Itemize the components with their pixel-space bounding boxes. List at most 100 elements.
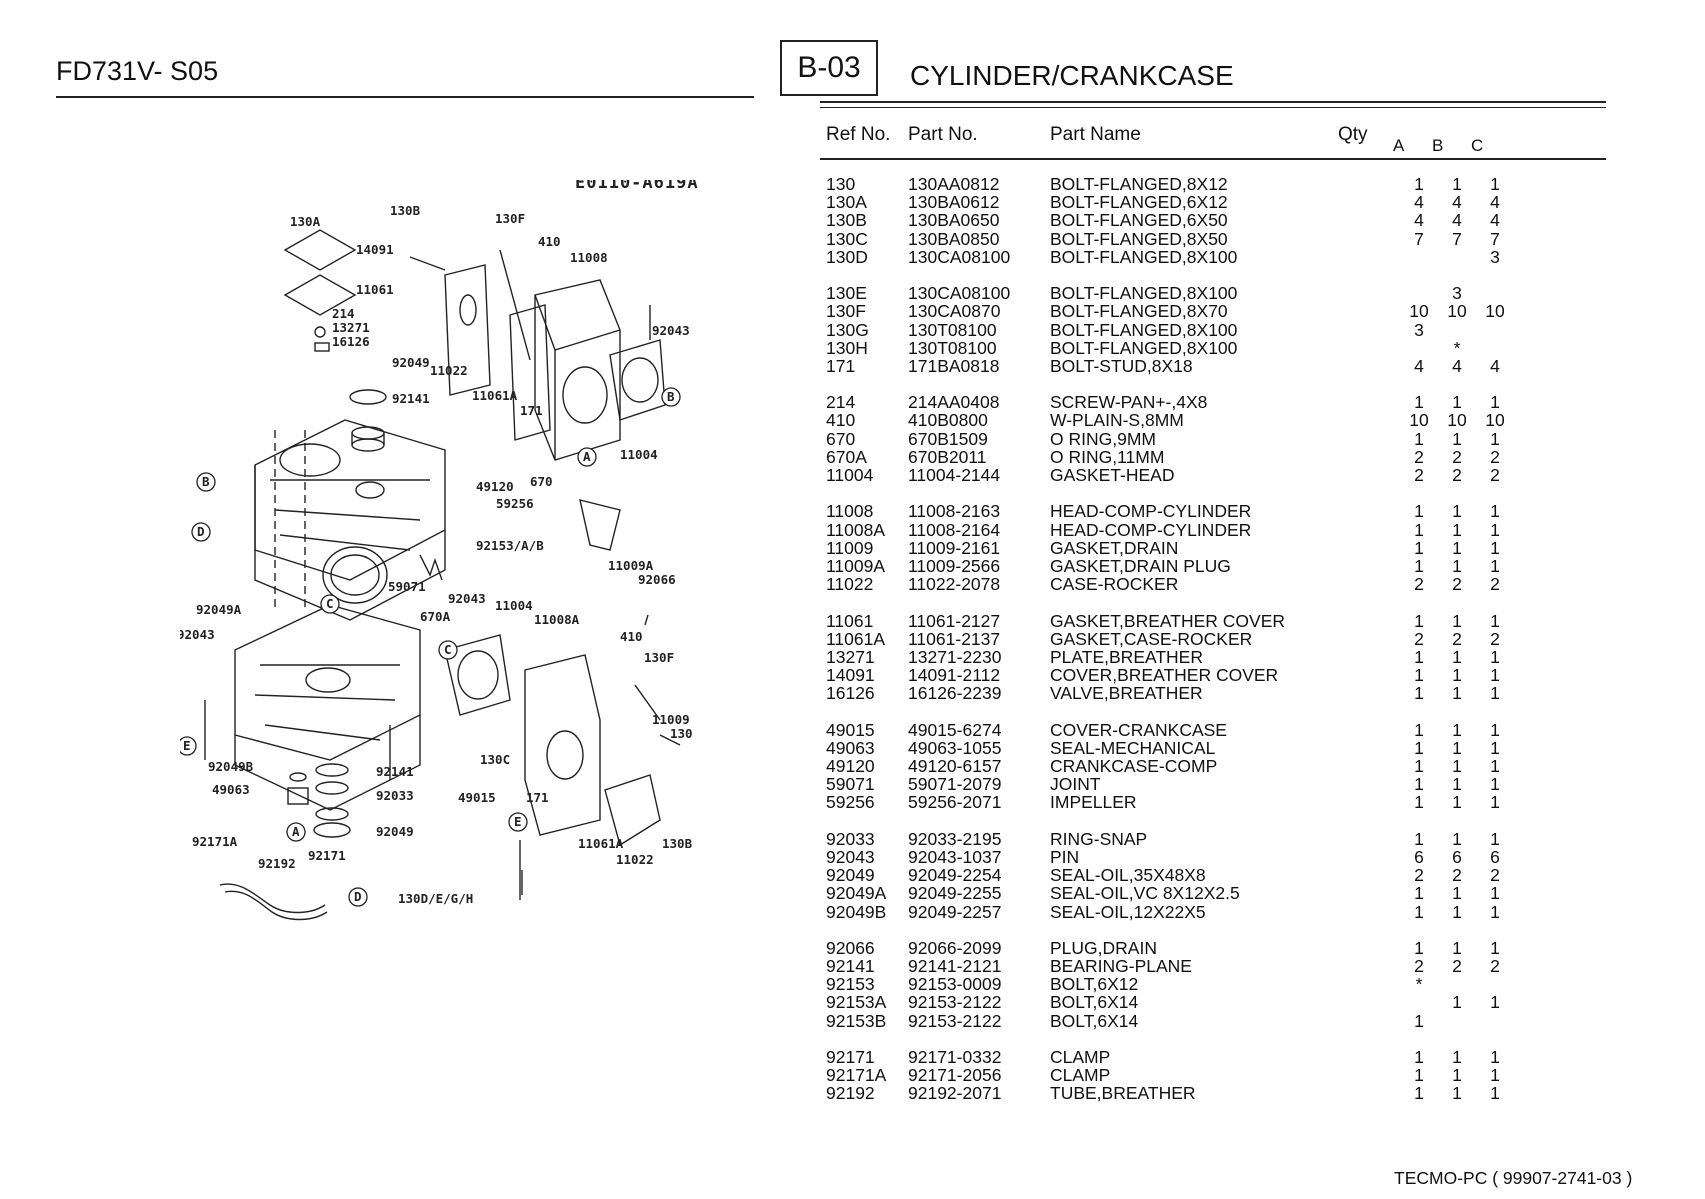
qty-b: 7	[1452, 228, 1462, 249]
qty-c: 4	[1490, 192, 1500, 213]
qty-a: 1	[1414, 519, 1424, 540]
qty-c: 1	[1490, 501, 1500, 522]
callout-130B-low: 130B	[662, 836, 693, 851]
qty-b: 1	[1452, 737, 1462, 758]
part-name: W-PLAIN-S,8MM	[1050, 410, 1184, 431]
qty-a: 1	[1414, 883, 1424, 904]
marker-d-low: D	[354, 889, 362, 904]
qty-c: 1	[1490, 392, 1500, 413]
col-qty-header: Qty	[1338, 124, 1368, 145]
callout-92043-left: 92043	[180, 627, 215, 642]
diagram-callouts: 130A 130B 130F 410 11008 14091 11061 214…	[180, 203, 693, 906]
part-name: SEAL-OIL,12X22X5	[1050, 901, 1206, 922]
qty-b: 1	[1452, 1065, 1462, 1086]
qty-b: 1	[1452, 665, 1462, 686]
part-name: BOLT,6X12	[1050, 974, 1139, 995]
ref-no: 11008A	[826, 519, 886, 540]
callout-130B: 130B	[390, 203, 421, 218]
qty-c: 1	[1490, 1083, 1500, 1104]
qty-b: 1	[1452, 756, 1462, 776]
qty-a: 1	[1414, 501, 1424, 522]
part-name: GASKET-HEAD	[1050, 465, 1175, 485]
qty-c: 1	[1490, 719, 1500, 740]
qty-c: 1	[1490, 756, 1500, 776]
part-name: BOLT-FLANGED,8X100	[1050, 283, 1238, 304]
part-no: 11008-2163	[908, 501, 1001, 522]
part-name: COVER,BREATHER COVER	[1050, 665, 1279, 686]
ref-no: 410	[826, 410, 856, 431]
callout-11022-top: 11022	[430, 363, 468, 378]
part-name: CRANKCASE-COMP	[1050, 756, 1218, 776]
qty-b: 2	[1452, 574, 1462, 595]
part-no: 92049-2255	[908, 883, 1002, 904]
part-no: 92033-2195	[908, 828, 1002, 849]
part-no: 130CA0870	[908, 301, 1001, 322]
callout-171-top: 171	[520, 403, 543, 418]
qty-a: 1	[1414, 1010, 1424, 1031]
part-name: BOLT-FLANGED,8X100	[1050, 319, 1238, 340]
qty-b: 2	[1452, 956, 1462, 977]
part-no: 11022-2078	[908, 574, 1001, 595]
part-name: SCREW-PAN+-,4X8	[1050, 392, 1208, 413]
diagram-code: E0110-A619A	[575, 180, 699, 193]
callout-59256: 59256	[496, 496, 534, 511]
ref-no: 171	[826, 355, 856, 376]
qty-c: 2	[1490, 956, 1500, 977]
qty-a: 2	[1414, 865, 1424, 886]
ref-no: 92049A	[826, 883, 887, 904]
ref-no: 92049B	[826, 901, 887, 922]
callout-92192: 92192	[258, 856, 296, 871]
part-no: 670B2011	[908, 446, 987, 467]
ref-no: 92171	[826, 1047, 875, 1067]
qty-b: 4	[1452, 355, 1462, 376]
qty-c: 10	[1485, 410, 1505, 431]
qty-c: 4	[1490, 355, 1500, 376]
callout-11061A-low: 11061A	[578, 836, 624, 851]
ref-no: 130E	[826, 283, 867, 304]
part-no: 11009-2566	[908, 555, 1001, 576]
qty-b: 1	[1452, 646, 1462, 667]
ref-no: 92141	[826, 956, 875, 977]
part-no: 11004-2144	[908, 465, 1001, 485]
callout-130C: 130C	[480, 752, 510, 767]
qty-c: 1	[1490, 992, 1500, 1013]
callout-130A: 130A	[290, 214, 321, 229]
qty-a: 1	[1414, 901, 1424, 922]
table-header-rule	[820, 158, 1606, 160]
part-name: BOLT,6X14	[1050, 992, 1139, 1013]
qty-b: 1	[1452, 683, 1462, 704]
part-no: 92153-2122	[908, 1010, 1002, 1031]
qty-b: 1	[1452, 501, 1462, 522]
part-no: 130CA08100	[908, 283, 1011, 304]
qty-b: 1	[1452, 792, 1462, 813]
qty-a: 1	[1414, 1083, 1424, 1104]
ref-no: 92049	[826, 865, 875, 886]
qty-a: 1	[1414, 537, 1424, 558]
qty-a: 1	[1414, 937, 1424, 958]
callout-11022-low: 11022	[616, 852, 654, 867]
col-part-header: Part No.	[908, 124, 978, 145]
callout-11008: 11008	[570, 250, 608, 265]
part-name: BOLT-FLANGED,8X70	[1050, 301, 1228, 322]
callout-670A: 670A	[420, 609, 451, 624]
part-no: 171BA0818	[908, 355, 1000, 376]
qty-b: 1	[1452, 719, 1462, 740]
qty-a: 4	[1414, 210, 1424, 231]
part-name: GASKET,BREATHER COVER	[1050, 610, 1286, 631]
ref-no: 130F	[826, 301, 866, 322]
part-no: 92171-2056	[908, 1065, 1002, 1086]
ref-no: 92192	[826, 1083, 875, 1104]
qty-b: 1	[1452, 937, 1462, 958]
part-name: CASE-ROCKER	[1050, 574, 1179, 595]
marker-a-top: A	[583, 449, 591, 464]
ref-no: 92171A	[826, 1065, 887, 1086]
callout-92141-top: 92141	[392, 391, 430, 406]
part-name: IMPELLER	[1050, 792, 1137, 813]
part-no: 130CA08100	[908, 246, 1011, 267]
part-no: 130AA0812	[908, 174, 1000, 194]
callout-92043-top: 92043	[652, 323, 690, 338]
qty-c: 1	[1490, 774, 1500, 795]
ref-no: 130G	[826, 319, 869, 340]
qty-b: 1	[1452, 828, 1462, 849]
callout-410-mid: 410	[620, 629, 643, 644]
